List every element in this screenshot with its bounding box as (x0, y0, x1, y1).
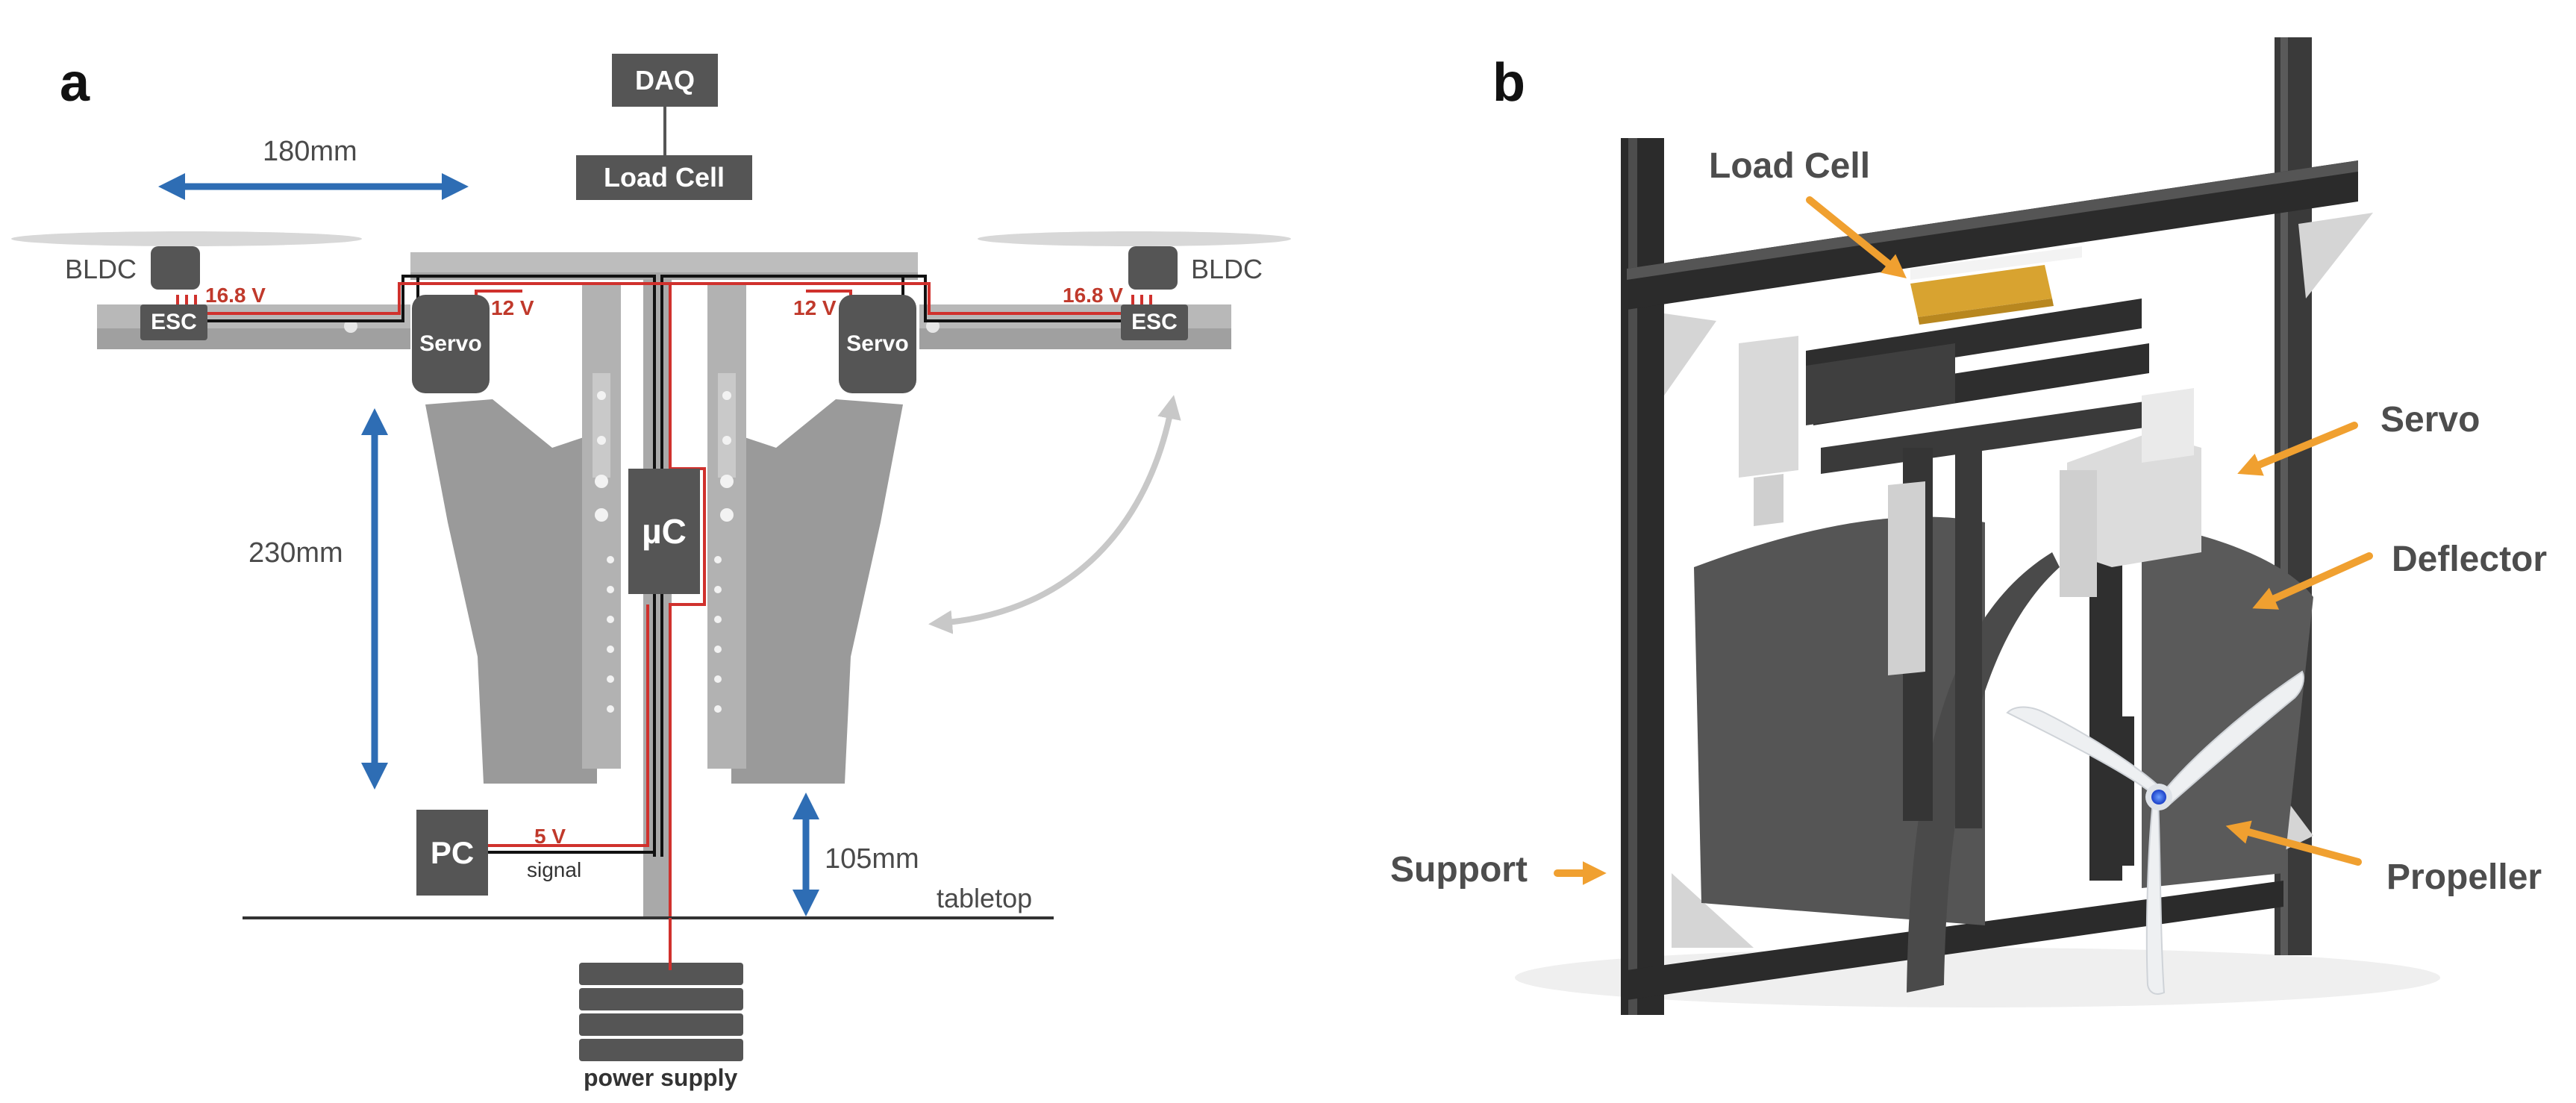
panel-letter-b: b (1492, 53, 1525, 113)
mount-right (707, 284, 746, 769)
b-support-label: Support (1390, 850, 1528, 890)
bracket-inner-left (1888, 481, 1925, 675)
dim-table-label: 105mm (825, 843, 919, 875)
deflector-front-curved (1907, 552, 2060, 993)
servo-top (2142, 388, 2194, 463)
servo-housing (2067, 433, 2201, 567)
callout-propeller (2225, 820, 2362, 866)
callout-arrows (1554, 196, 2373, 886)
mount-left (582, 284, 621, 769)
callout-servo (2237, 422, 2358, 476)
servo-arm-bracket (2060, 470, 2097, 597)
rotation-arrow (928, 395, 1181, 634)
load-cell-body (1910, 265, 2052, 317)
top-beam-highlight (1627, 160, 2358, 280)
mount-left-bracket (593, 373, 610, 478)
microcontroller-box: µC (628, 469, 700, 594)
pc-voltage-label: 5 V (534, 825, 566, 848)
b-servo-label: Servo (2380, 400, 2480, 440)
mount-right-bracket (718, 373, 736, 478)
bracket-top-left (1664, 313, 1716, 396)
bldc-motor-left (151, 246, 200, 290)
motor-mount (2089, 716, 2134, 866)
deflector-back-right (2142, 522, 2313, 888)
bldc-right-label: BLDC (1191, 254, 1263, 284)
power-supply-label: power supply (584, 1064, 738, 1091)
bracket-top-right (2298, 213, 2373, 299)
propeller-right (978, 231, 1291, 246)
servo-left-box: Servo (412, 295, 490, 393)
voltage-servo-left: 12 V (491, 296, 534, 319)
propeller-hub (2151, 790, 2166, 804)
propeller-blade-2 (2157, 670, 2304, 807)
support-post-rear-highlight (2280, 37, 2288, 955)
deflector-left (425, 399, 597, 784)
tabletop-label: tabletop (937, 883, 1033, 913)
arm-right-bolt (926, 319, 940, 333)
callout-deflector (2252, 552, 2373, 610)
bldc-left-label: BLDC (65, 254, 137, 284)
servo-right-box: Servo (839, 295, 916, 393)
load-cell-box: Load Cell (576, 155, 752, 200)
load-cell-shadow (1918, 299, 2054, 325)
daq-box: DAQ (612, 54, 718, 107)
propeller-left (11, 231, 362, 246)
upper-rail-block (1806, 343, 1955, 425)
propeller-blade-1 (2006, 706, 2166, 800)
inner-extrusion-mid (1955, 440, 1982, 828)
b-propeller-label: Propeller (2386, 857, 2542, 897)
callout-load-cell (1806, 196, 1907, 279)
voltage-servo-right: 12 V (793, 296, 837, 319)
dim-height-label: 230mm (248, 537, 343, 569)
bottom-rail (1627, 881, 2283, 1000)
esc-right-box: ESC (1121, 304, 1188, 340)
panel-b-graphics (1515, 37, 2440, 1015)
pc-box: PC (416, 810, 488, 896)
b-load-cell-label: Load Cell (1709, 146, 1871, 186)
support-post-front-highlight (1628, 138, 1637, 1015)
pc-signal-label: signal (527, 858, 582, 881)
dim-width-label: 180mm (263, 136, 357, 167)
bldc-motor-right (1128, 246, 1178, 290)
bracket-left-frame-lower (1754, 474, 1783, 526)
deflector-right (731, 399, 903, 784)
propeller-blade-3 (2145, 797, 2166, 995)
frame-top-bar (410, 252, 918, 273)
esc-left-box: ESC (140, 304, 207, 340)
voltage-bldc-right: 16.8 V (1063, 284, 1123, 307)
power-supply-stack (579, 963, 743, 1061)
panel-letter-a: a (60, 53, 90, 113)
bracket-left-frame (1739, 336, 1798, 478)
voltage-bldc-left: 16.8 V (205, 284, 266, 307)
bracket-bottom-left (1672, 873, 1754, 948)
arm-left-bolt (344, 319, 357, 333)
mount-holes (595, 391, 734, 713)
load-cell-plate (1910, 246, 2082, 280)
b-deflector-label: Deflector (2392, 540, 2548, 579)
